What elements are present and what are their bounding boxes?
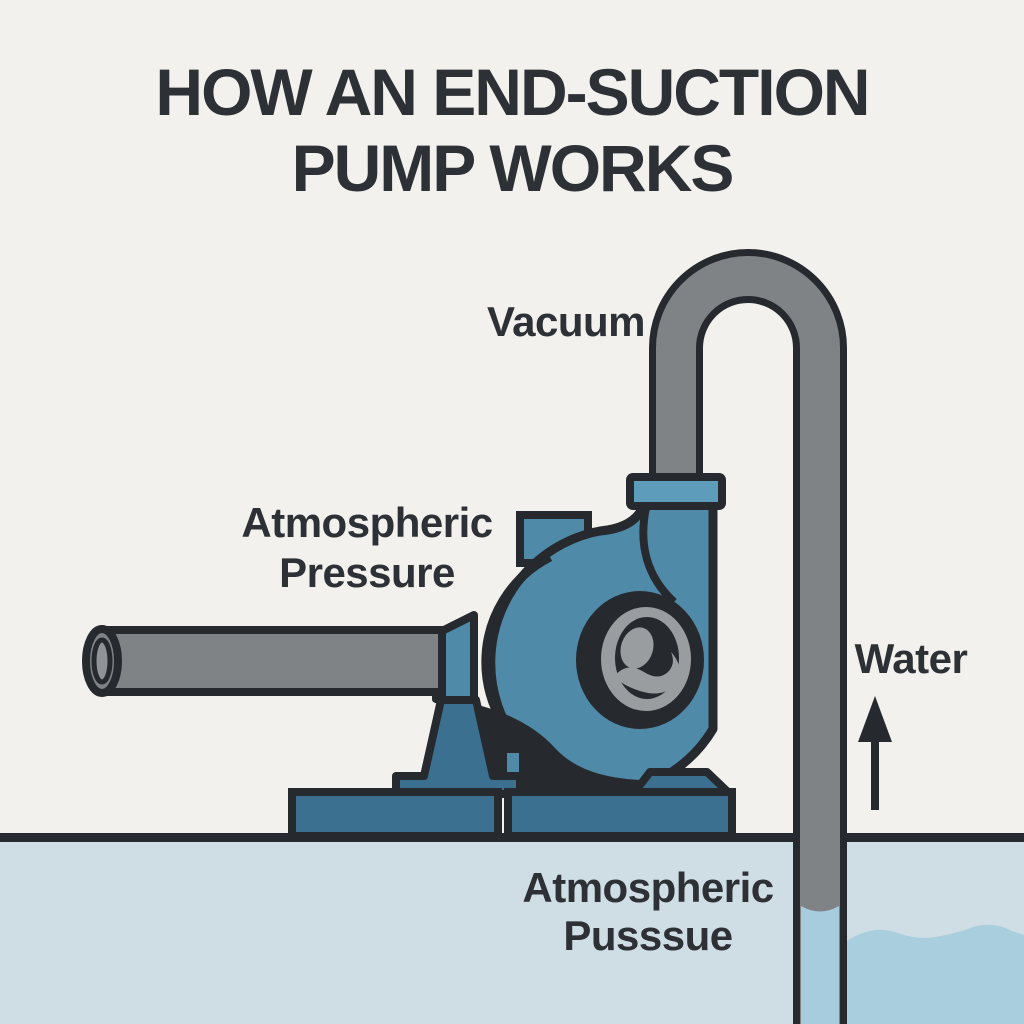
- water-surface: [847, 924, 1024, 1024]
- pump-assembly: [288, 473, 736, 840]
- label-vacuum: Vacuum: [486, 298, 646, 345]
- arrow-head-icon: [858, 696, 892, 742]
- arrow-shaft: [871, 740, 879, 810]
- label-source-line1: Atmospheric: [522, 864, 774, 911]
- suction-pipe-opening: [91, 637, 113, 685]
- impeller-swirl-wave: [614, 652, 680, 694]
- impeller-swirl-blob: [620, 627, 654, 669]
- discharge-flange: [626, 473, 726, 510]
- discharge-pipe-body: [656, 256, 840, 1024]
- water-flow-arrow: [858, 696, 892, 810]
- suction-pipe-body: [97, 626, 446, 696]
- discharge-throat-line: [639, 502, 677, 605]
- discharge-pipe: [649, 249, 847, 1024]
- page-title: HOW AN END-SUCTION PUMP WORKS: [155, 54, 870, 206]
- base-plate-left: [288, 788, 502, 840]
- page-title-line2: PUMP WORKS: [291, 131, 735, 205]
- water-rising-in-pipe: [801, 906, 839, 1024]
- base-plate-right: [504, 788, 736, 840]
- label-atmospheric-pressure: Atmospheric Pressure: [241, 498, 493, 598]
- page-title-line1: HOW AN END-SUCTION: [155, 55, 870, 129]
- label-water: Water: [854, 635, 968, 682]
- label-atmospheric-pressure-line2: Pressure: [279, 549, 455, 596]
- ground-section: [0, 833, 1024, 1024]
- label-atmospheric-pressure-line1: Atmospheric: [241, 499, 493, 546]
- label-source-line2: Pusssue: [563, 912, 733, 959]
- label-atmospheric-pressure-source: Atmospheric Pusssue: [522, 864, 774, 960]
